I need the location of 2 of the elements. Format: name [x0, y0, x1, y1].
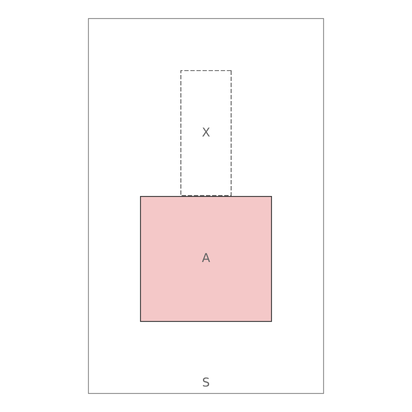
node-box: X [180, 70, 232, 196]
node-box: A [140, 196, 272, 322]
